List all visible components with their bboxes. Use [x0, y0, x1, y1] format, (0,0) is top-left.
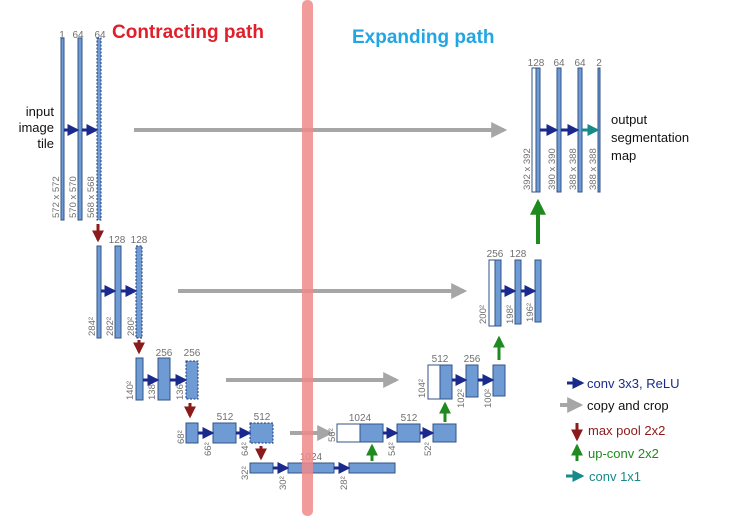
channel-label: 128 — [131, 235, 148, 246]
size-label: 54² — [387, 442, 398, 456]
svg-text:output: output — [611, 112, 648, 127]
size-label: 100² — [483, 389, 494, 408]
legend-item-pool: max pool 2x2 — [571, 423, 665, 442]
feature-map — [396, 423, 421, 443]
legend-label: max pool 2x2 — [588, 423, 665, 438]
channel-label: 256 — [464, 354, 481, 365]
feature-map — [185, 422, 199, 444]
size-label: 284² — [87, 317, 98, 336]
svg-text:tile: tile — [37, 136, 54, 151]
channel-label: 512 — [254, 412, 271, 423]
size-label: 136² — [175, 381, 186, 400]
legend-item-conv1x1: conv 1x1 — [566, 469, 641, 484]
channel-label: 64 — [72, 30, 84, 41]
size-label: 140² — [125, 381, 136, 400]
channel-label: 64 — [94, 30, 106, 41]
level-4-expanding: 1024 512 56² 54² 52² — [327, 413, 457, 456]
size-label: 572 x 572 — [51, 176, 62, 218]
size-label: 52² — [423, 442, 434, 456]
legend: conv 3x3, ReLU copy and crop max pool 2x… — [560, 376, 680, 484]
channel-label: 2 — [596, 58, 602, 69]
level-1-contracting: 1 64 64 572 x 572 570 x 570 568 x 568 — [51, 30, 106, 221]
feature-map — [249, 462, 274, 474]
size-label: 30² — [278, 476, 289, 490]
size-label: 390 x 390 — [547, 148, 558, 190]
channel-label: 256 — [487, 249, 504, 260]
size-label: 198² — [505, 305, 516, 324]
feature-map — [439, 364, 453, 400]
feature-map — [494, 259, 502, 327]
size-label: 66² — [203, 442, 214, 456]
level-2-contracting: 128 128 284² 282² 280² — [87, 235, 148, 339]
feature-map — [465, 364, 479, 398]
output-label: output segmentation map — [611, 112, 689, 163]
svg-text:segmentation: segmentation — [611, 130, 689, 145]
copied-feature-map — [336, 423, 361, 443]
channel-label: 128 — [528, 58, 545, 69]
channel-label: 1024 — [349, 413, 372, 424]
feature-map — [96, 37, 102, 221]
size-label: 570 x 570 — [68, 176, 79, 218]
level-2-expanding: 256 128 200² 198² 196² — [478, 249, 542, 327]
legend-label: conv 1x1 — [589, 469, 641, 484]
legend-item-conv: conv 3x3, ReLU — [567, 376, 680, 391]
channel-label: 128 — [109, 235, 126, 246]
legend-label: copy and crop — [587, 398, 669, 413]
channel-label: 256 — [156, 348, 173, 359]
level-3-contracting: 256 256 140² 138² 136² — [125, 348, 201, 401]
size-label: 28² — [339, 476, 350, 490]
feature-map — [185, 360, 199, 400]
size-label: 104² — [417, 379, 428, 398]
channel-label: 512 — [432, 354, 449, 365]
channel-label: 512 — [217, 412, 234, 423]
channel-label: 64 — [574, 58, 586, 69]
svg-text:image: image — [19, 120, 54, 135]
feature-map — [249, 422, 274, 444]
feature-map — [359, 423, 384, 443]
size-label: 56² — [327, 428, 338, 442]
copied-feature-map — [488, 259, 496, 327]
feature-map — [535, 67, 541, 193]
level-1-expanding: 128 64 64 2 392 x 392 390 x 390 388 x 38… — [522, 58, 602, 193]
size-label: 32² — [240, 466, 251, 480]
feature-map — [212, 422, 237, 444]
size-label: 196² — [525, 303, 536, 322]
channel-label: 64 — [553, 58, 565, 69]
channel-label: 1 — [59, 30, 65, 41]
copied-feature-map — [427, 364, 441, 400]
channel-label: 512 — [401, 413, 418, 424]
contracting-path-title: Contracting path — [112, 22, 264, 43]
size-label: 200² — [478, 305, 489, 324]
path-divider — [302, 0, 313, 516]
level-3-expanding: 512 256 104² 102² 100² — [417, 354, 506, 408]
size-label: 388 x 388 — [588, 148, 599, 190]
legend-item-copy: copy and crop — [560, 397, 669, 413]
size-label: 282² — [105, 317, 116, 336]
channel-label: 256 — [184, 348, 201, 359]
input-label: input image tile — [19, 104, 55, 151]
feature-map — [135, 357, 144, 401]
feature-map — [135, 245, 143, 339]
legend-label: up-conv 2x2 — [588, 446, 659, 461]
size-label: 392 x 392 — [522, 148, 533, 190]
feature-map — [348, 462, 396, 474]
size-label: 102² — [456, 389, 467, 408]
legend-label: conv 3x3, ReLU — [587, 376, 680, 391]
channel-label: 128 — [510, 249, 527, 260]
size-label: 64² — [240, 442, 251, 456]
feature-map — [157, 357, 171, 401]
feature-map — [432, 423, 457, 443]
svg-text:map: map — [611, 148, 636, 163]
size-label: 568 x 568 — [86, 176, 97, 218]
legend-item-upconv: up-conv 2x2 — [571, 443, 659, 461]
size-label: 138² — [147, 381, 158, 400]
size-label: 280² — [126, 317, 137, 336]
size-label: 68² — [176, 430, 187, 444]
expanding-path-title: Expanding path — [352, 27, 495, 48]
svg-text:input: input — [26, 104, 55, 119]
feature-map — [492, 364, 506, 397]
size-label: 388 x 388 — [568, 148, 579, 190]
level-4-contracting: 512 512 68² 66² 64² — [176, 412, 274, 456]
